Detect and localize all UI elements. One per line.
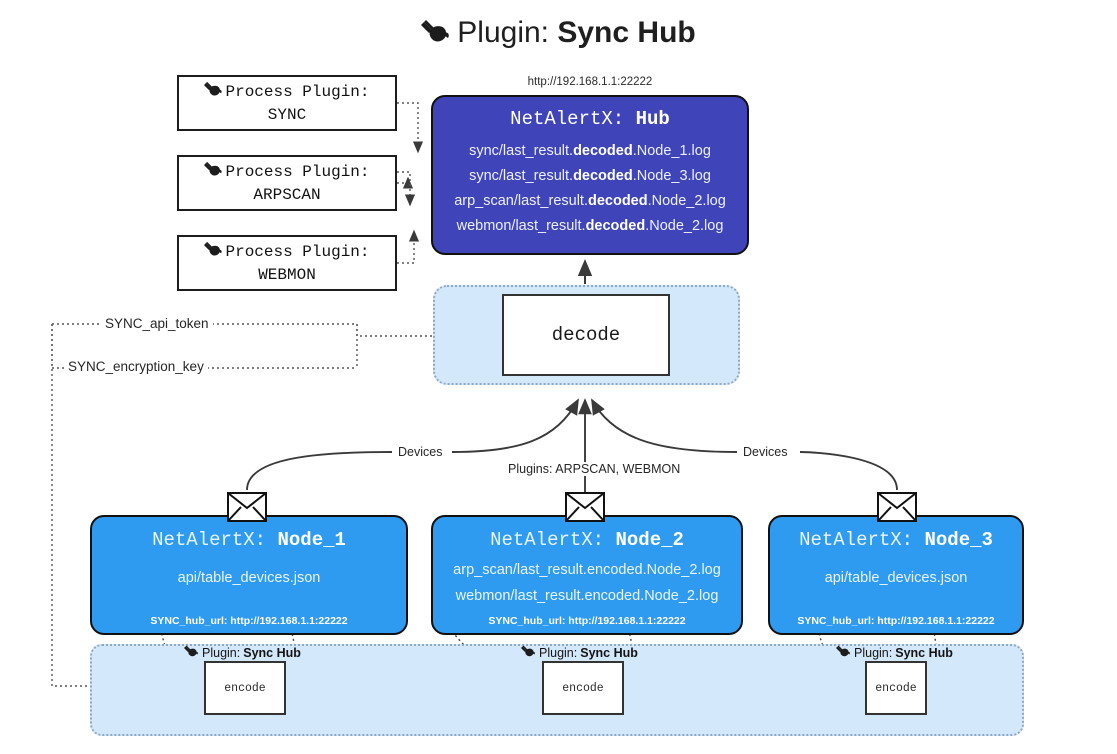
encoder-label-prefix: Plugin: [854,646,893,660]
edge-label-plugins-center: Plugins: ARPSCAN, WEBMON [504,462,685,476]
encode-box-node-1[interactable]: encode [204,661,286,715]
log-mid: decoded [587,193,648,209]
edge-label-devices-left: Devices [394,445,447,459]
node-title: NetAlertX: Node_3 [770,529,1022,551]
edge-devices-right-to-decode [591,398,738,453]
node-title-name: Node_1 [277,529,346,551]
envelope-icon [565,492,605,522]
log-mid: decoded [585,218,646,234]
process-plugin-title: Process Plugin: [225,83,370,101]
node-title-prefix: NetAlertX: [490,529,605,551]
process-plugin-name: WEBMON [258,265,316,284]
edge-node1-devices [246,451,393,491]
hub-log-list: sync/last_result.decoded.Node_1.log sync… [433,139,747,239]
page-title: Plugin: Sync Hub [0,16,1117,53]
envelope-icon [227,492,267,522]
encoder-label-prefix: Plugin: [202,646,241,660]
node-title-prefix: NetAlertX: [799,529,914,551]
plug-icon [836,645,851,661]
hub-title-name: Hub [635,108,670,130]
process-plugin-name: SYNC [267,105,307,124]
hub-title: NetAlertX: Hub [433,108,747,130]
edge-arpscan-to-log3 [397,171,416,207]
encoder-label-name: Sync Hub [580,646,638,660]
node-footer: SYNC_hub_url: http://192.168.1.1:22222 [797,615,995,627]
process-plugin-sync[interactable]: Process Plugin: SYNC [177,75,397,131]
node-lines: api/table_devices.json [92,565,406,591]
node-title-name: Node_2 [615,529,684,551]
plug-icon [521,645,536,661]
node-lines: api/table_devices.json [770,565,1022,591]
hub-log-row: sync/last_result.decoded.Node_3.log [433,164,747,189]
node-line: api/table_devices.json [177,570,321,586]
node-box-node-3[interactable]: NetAlertX: Node_3 api/table_devices.json… [768,515,1024,635]
edge-arpscan-to-log2 [397,176,414,189]
process-plugin-webmon[interactable]: Process Plugin: WEBMON [177,235,397,291]
title-name: Sync Hub [557,16,696,49]
log-pre: arp_scan/last_result. [454,193,588,209]
log-mid: decoded [573,168,633,184]
node-title: NetAlertX: Node_1 [92,529,406,551]
hub-title-prefix: NetAlertX: [510,108,625,130]
decode-box[interactable]: decode [502,294,670,376]
plug-icon [421,19,451,53]
encoder-label-node-3: Plugin: Sync Hub [836,645,953,661]
node-line: api/table_devices.json [824,570,968,586]
node-footer: SYNC_hub_url: http://192.168.1.1:22222 [150,615,348,627]
log-pre: sync/last_result. [469,168,574,184]
edge-label-devices-right: Devices [739,445,792,459]
node-line: webmon/last_result.encoded.Node_2.log [455,588,719,604]
encoder-label-name: Sync Hub [895,646,953,660]
param-label-api-token: SYNC_api_token [101,316,213,331]
process-plugin-heading: Process Plugin: [204,81,370,105]
node-box-node-1[interactable]: NetAlertX: Node_1 api/table_devices.json… [90,515,408,635]
process-plugin-arpscan[interactable]: Process Plugin: ARPSCAN [177,155,397,211]
title-prefix: Plugin: [457,16,550,49]
process-plugin-title: Process Plugin: [225,243,370,261]
plug-icon [204,161,223,185]
hub-log-row: arp_scan/last_result.decoded.Node_2.log [433,189,747,214]
process-plugin-heading: Process Plugin: [204,241,370,265]
hub-url: http://192.168.1.1:22222 [527,76,653,88]
log-post: .Node_2.log [647,193,726,209]
encoder-label-name: Sync Hub [243,646,301,660]
log-post: .Node_3.log [632,168,711,184]
edge-enckey-to-band [51,324,185,692]
plug-icon [204,81,223,105]
edge-webmon-to-log4 [397,229,420,264]
encode-box-node-3[interactable]: encode [865,661,927,715]
param-label-encryption-key: SYNC_encryption_key [64,359,208,374]
node-footer: SYNC_hub_url: http://192.168.1.1:22222 [488,615,686,627]
process-plugin-title: Process Plugin: [225,163,370,181]
envelope-icon [877,492,917,522]
node-title: NetAlertX: Node_2 [433,529,741,551]
node-title-prefix: NetAlertX: [152,529,267,551]
hub-log-row: webmon/last_result.decoded.Node_2.log [433,214,747,239]
log-post: .Node_1.log [632,143,711,159]
node-lines: arp_scan/last_result.encoded.Node_2.log … [433,557,741,609]
encoder-label-node-1: Plugin: Sync Hub [184,645,301,661]
hub-log-row: sync/last_result.decoded.Node_1.log [433,139,747,164]
plug-icon [184,645,199,661]
edge-node3-devices [799,451,898,491]
log-post: .Node_2.log [645,218,724,234]
process-plugin-heading: Process Plugin: [204,161,370,185]
node-title-name: Node_3 [924,529,993,551]
node-line: arp_scan/last_result.encoded.Node_2.log [453,562,721,578]
edge-devices-left-to-decode [451,398,579,453]
edge-sync-to-log1 [397,102,424,154]
log-pre: webmon/last_result. [456,218,586,234]
plug-icon [204,241,223,265]
log-mid: decoded [573,143,633,159]
hub-box[interactable]: NetAlertX: Hub sync/last_result.decoded.… [431,95,749,255]
log-pre: sync/last_result. [469,143,574,159]
encoder-label-prefix: Plugin: [539,646,578,660]
encode-box-node-2[interactable]: encode [542,661,624,715]
process-plugin-name: ARPSCAN [253,185,321,204]
node-box-node-2[interactable]: NetAlertX: Node_2 arp_scan/last_result.e… [431,515,743,635]
encoder-label-node-2: Plugin: Sync Hub [521,645,638,661]
